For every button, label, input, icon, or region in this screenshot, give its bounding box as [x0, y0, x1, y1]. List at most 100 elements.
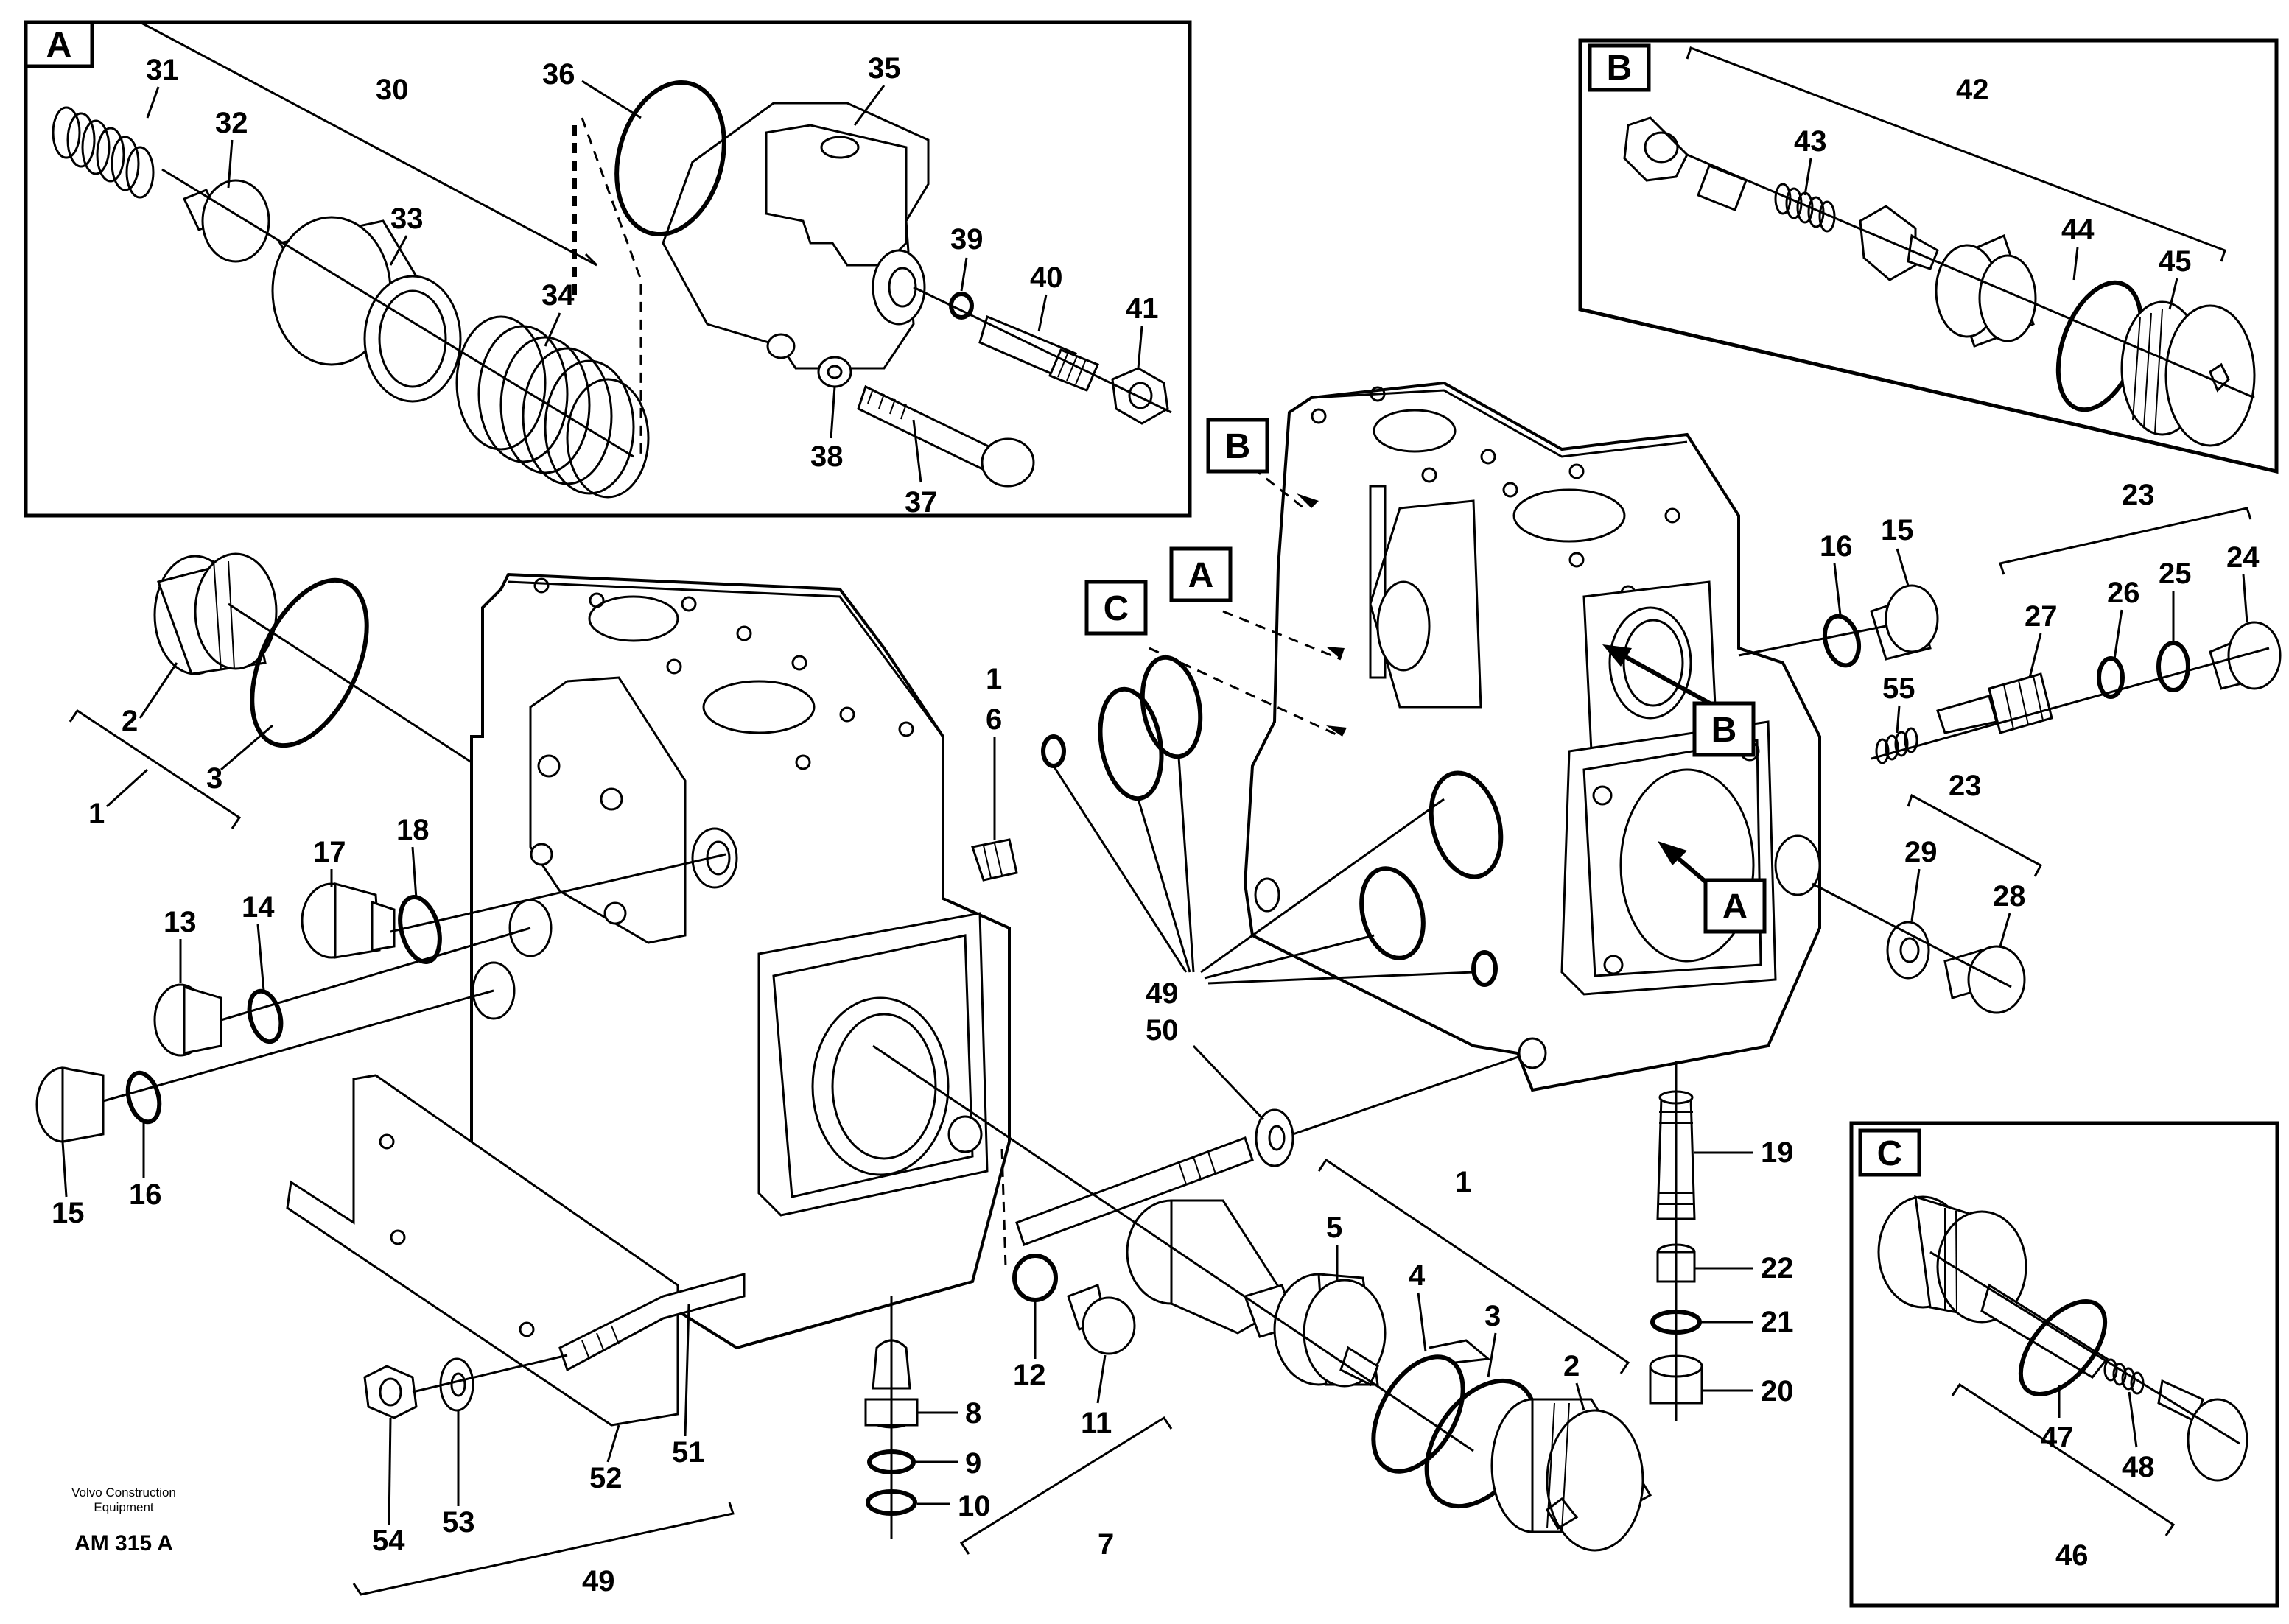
- callout-23-mid: 23: [1949, 770, 1982, 802]
- callout-12: 12: [1013, 1359, 1046, 1391]
- callout-8: 8: [965, 1397, 981, 1430]
- o-ring-12: [1012, 1254, 1058, 1302]
- callout-22: 22: [1761, 1252, 1794, 1284]
- washer-26: [2097, 656, 2125, 699]
- plug-45: [2120, 300, 2256, 447]
- callout-44: 44: [2061, 214, 2095, 246]
- credit-line-1: Volvo Construction: [71, 1486, 176, 1500]
- callout-4: 4: [1409, 1259, 1426, 1292]
- plug-15-left: [35, 1066, 105, 1143]
- plug-42: [1623, 116, 1748, 211]
- callout-54: 54: [372, 1525, 405, 1557]
- plug-15-right: [1870, 584, 1939, 661]
- o-rings-49: [1041, 655, 1203, 801]
- callout-43: 43: [1794, 125, 1827, 158]
- spring-55: [1875, 727, 1918, 764]
- callout-55: 55: [1882, 672, 1915, 705]
- washer-25: [2156, 641, 2190, 692]
- o-ring-36: [572, 80, 726, 295]
- bolt-37: [857, 384, 1035, 488]
- inset-c-letter: C: [1877, 1134, 1903, 1173]
- callout-45: 45: [2159, 245, 2192, 278]
- nut-41: [1111, 367, 1169, 425]
- credit-line-2: Equipment: [94, 1500, 154, 1514]
- callout-41: 41: [1126, 292, 1159, 325]
- svg-text:B: B: [1225, 427, 1251, 466]
- callout-box-b-port: B: [1692, 701, 1756, 757]
- washer-16-right: [1822, 614, 1862, 668]
- callout-5: 5: [1326, 1212, 1342, 1244]
- callout-3-left: 3: [206, 762, 222, 795]
- inset-c: C 47 48 46: [1849, 1121, 2279, 1608]
- inset-b: B: [1578, 38, 2279, 474]
- plug-17: [301, 882, 396, 959]
- callout-47: 47: [2041, 1421, 2074, 1454]
- svg-text:C: C: [1104, 589, 1129, 628]
- plug-13: [153, 983, 222, 1057]
- callout-7: 7: [1098, 1528, 1114, 1561]
- callout-10: 10: [958, 1490, 991, 1522]
- spool-5: [1126, 1199, 1387, 1388]
- inset-a: A: [24, 20, 1192, 519]
- callout-1-right: 1: [1455, 1166, 1471, 1198]
- callout-34: 34: [541, 279, 575, 312]
- inset-b-letter: B: [1607, 49, 1633, 88]
- callout-49-bottom: 49: [582, 1565, 615, 1597]
- washer-50: [1255, 1108, 1294, 1167]
- callout-30: 30: [376, 74, 409, 106]
- plug-11: [1067, 1283, 1136, 1355]
- main-valve-body-left: [286, 572, 1011, 1427]
- callout-2-left: 2: [122, 705, 138, 737]
- plug-28: [1943, 945, 2026, 1014]
- callout-39: 39: [950, 223, 984, 256]
- callout-1-left: 1: [88, 798, 105, 830]
- callout-20: 20: [1761, 1375, 1794, 1407]
- callout-24: 24: [2226, 541, 2260, 574]
- washer-38: [817, 356, 852, 388]
- callout-35: 35: [868, 52, 901, 85]
- callout-9: 9: [965, 1447, 981, 1480]
- svg-text:A: A: [1722, 887, 1748, 927]
- callout-16-left: 16: [129, 1178, 162, 1211]
- drawing-code: AM 315 A: [74, 1531, 173, 1556]
- o-ring-4: [1371, 1354, 1465, 1474]
- callout-box-b-top: B: [1206, 418, 1269, 474]
- callout-25: 25: [2159, 558, 2192, 590]
- callout-21: 21: [1761, 1306, 1794, 1338]
- callout-11: 11: [1081, 1407, 1112, 1439]
- callout-28: 28: [1993, 880, 2026, 913]
- callout-box-a-port: A: [1703, 878, 1767, 934]
- callout-48: 48: [2122, 1451, 2155, 1483]
- sleeve-b: [1935, 233, 2037, 348]
- callout-27: 27: [2025, 600, 2058, 633]
- main-callouts: 23 16 15 27 26 25 24 55 23 29 28 2 3 1 1…: [52, 479, 2260, 1597]
- callout-31: 31: [146, 54, 179, 86]
- callout-53: 53: [442, 1506, 475, 1539]
- callout-40: 40: [1030, 261, 1063, 294]
- callout-box-a-mid: A: [1169, 546, 1233, 602]
- retaining-ring-4: [1429, 1339, 1491, 1364]
- plug-c: [1877, 1195, 2109, 1379]
- callout-16-right: 16: [1820, 530, 1853, 563]
- callout-42: 42: [1956, 74, 1989, 106]
- spring-31: [52, 106, 155, 199]
- inset-a-letter: A: [46, 26, 72, 65]
- callout-15-right: 15: [1881, 514, 1914, 546]
- stud-50: [1015, 1136, 1254, 1246]
- callout-6: 6: [986, 703, 1002, 736]
- washer-18: [398, 895, 442, 964]
- relief-valve-27: [1936, 672, 2053, 734]
- callout-14: 14: [242, 891, 275, 924]
- nut-54: [363, 1365, 418, 1419]
- plug-24: [2209, 621, 2282, 690]
- callout-2-right: 2: [1563, 1350, 1580, 1382]
- callout-51: 51: [672, 1436, 705, 1469]
- stud-51: [558, 1273, 746, 1372]
- plug-2-right: [1490, 1398, 1652, 1552]
- callout-26: 26: [2107, 577, 2140, 609]
- svg-text:B: B: [1711, 711, 1737, 750]
- spring-34: [455, 315, 650, 499]
- callout-52: 52: [589, 1462, 623, 1494]
- plug-6: [971, 838, 1018, 882]
